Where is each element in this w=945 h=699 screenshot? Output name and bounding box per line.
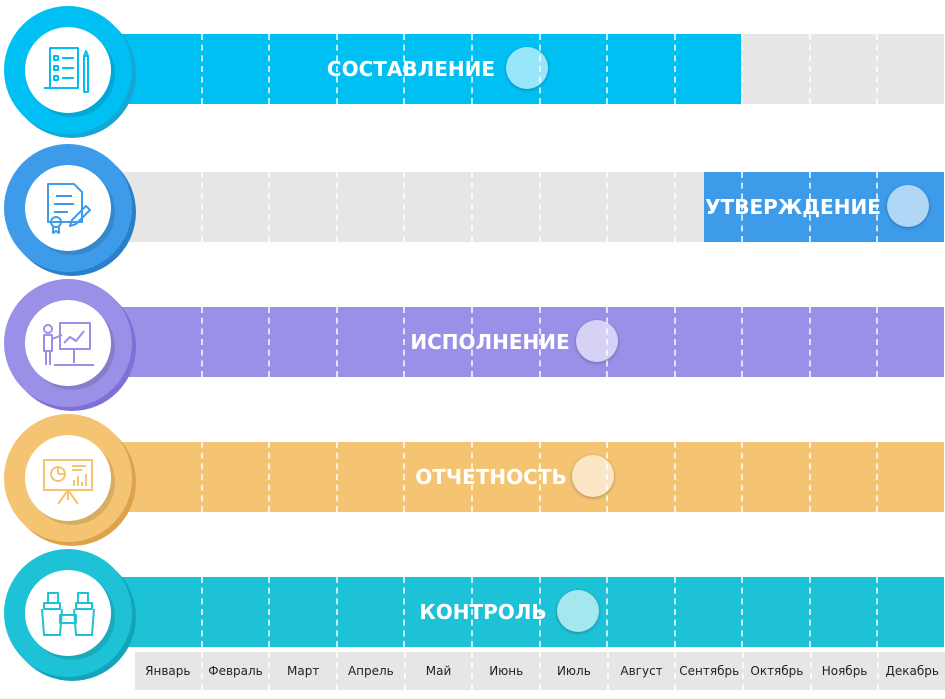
month-gridline bbox=[809, 577, 811, 647]
month-gridline bbox=[539, 172, 541, 242]
month-label: Декабрь bbox=[877, 652, 945, 690]
month-label: Январь bbox=[145, 664, 191, 678]
month-gridline bbox=[201, 172, 203, 242]
month-gridline bbox=[471, 577, 473, 647]
stage-marker[interactable] bbox=[506, 47, 548, 89]
month-gridline bbox=[403, 172, 405, 242]
month-gridline bbox=[268, 34, 270, 104]
stage-track: ИСПОЛНЕНИЕ bbox=[120, 307, 944, 377]
month-gridline bbox=[809, 34, 811, 104]
month-label: Август bbox=[606, 652, 675, 690]
month-gridline bbox=[674, 172, 676, 242]
stage-bar bbox=[120, 307, 944, 377]
month-gridline bbox=[403, 307, 405, 377]
stage-marker[interactable] bbox=[887, 185, 929, 227]
report-board-icon bbox=[43, 459, 93, 505]
stage-bar bbox=[120, 442, 944, 512]
month-label: Июнь bbox=[471, 652, 539, 690]
stage-label: ИСПОЛНЕНИЕ bbox=[410, 330, 570, 354]
month-gridline bbox=[606, 577, 608, 647]
month-gridline bbox=[336, 34, 338, 104]
month-gridline bbox=[471, 34, 473, 104]
stage-icon-badge bbox=[4, 549, 136, 681]
stage-label: КОНТРОЛЬ bbox=[419, 600, 547, 624]
stage-bar bbox=[120, 577, 944, 647]
month-gridline bbox=[606, 34, 608, 104]
month-gridline bbox=[471, 307, 473, 377]
stage-track: ОТЧЕТНОСТЬ bbox=[120, 442, 944, 512]
presentation-icon bbox=[43, 322, 94, 366]
month-label: Июль bbox=[539, 652, 607, 690]
month-gridline bbox=[741, 172, 743, 242]
month-gridline bbox=[876, 34, 878, 104]
month-gridline bbox=[403, 577, 405, 647]
month-gridline bbox=[471, 172, 473, 242]
stage-label: УТВЕРЖДЕНИЕ bbox=[705, 195, 881, 219]
stage-row: СОСТАВЛЕНИЕ bbox=[0, 0, 945, 138]
month-gridline bbox=[268, 172, 270, 242]
stage-row: ИСПОЛНЕНИЕ bbox=[0, 271, 945, 411]
month-gridline bbox=[674, 577, 676, 647]
month-gridline bbox=[741, 34, 743, 104]
month-gridline bbox=[403, 442, 405, 512]
stage-bar bbox=[120, 34, 741, 104]
stage-icon-badge bbox=[4, 6, 136, 138]
month-gridline bbox=[336, 442, 338, 512]
month-label: Октябрь bbox=[742, 652, 810, 690]
stage-marker[interactable] bbox=[557, 590, 599, 632]
stage-icon-badge bbox=[4, 144, 136, 276]
checklist-scroll-icon bbox=[44, 47, 89, 93]
stage-label: ОТЧЕТНОСТЬ bbox=[415, 465, 567, 489]
month-gridline bbox=[741, 442, 743, 512]
stage-label: СОСТАВЛЕНИЕ bbox=[326, 57, 496, 81]
month-gridline bbox=[876, 442, 878, 512]
stage-marker[interactable] bbox=[576, 320, 618, 362]
stage-icon-badge bbox=[4, 414, 136, 546]
stage-marker[interactable] bbox=[572, 455, 614, 497]
month-gridline bbox=[674, 307, 676, 377]
month-label: Март bbox=[268, 652, 336, 690]
month-gridline bbox=[809, 307, 811, 377]
binoculars-icon bbox=[41, 592, 95, 636]
month-gridline bbox=[336, 577, 338, 647]
month-gridline bbox=[268, 577, 270, 647]
month-gridline bbox=[201, 442, 203, 512]
month-label: Май bbox=[403, 652, 472, 690]
month-gridline bbox=[809, 442, 811, 512]
month-label: Ноябрь bbox=[809, 652, 878, 690]
month-gridline bbox=[201, 34, 203, 104]
stage-row: УТВЕРЖДЕНИЕ bbox=[0, 136, 945, 276]
signed-document-icon bbox=[47, 183, 91, 234]
stage-track: СОСТАВЛЕНИЕ bbox=[120, 34, 944, 104]
month-gridline bbox=[471, 442, 473, 512]
month-gridline bbox=[268, 442, 270, 512]
month-label: Апрель bbox=[336, 652, 404, 690]
month-gridline bbox=[741, 577, 743, 647]
stage-track: УТВЕРЖДЕНИЕ bbox=[120, 172, 944, 242]
stage-track: КОНТРОЛЬ bbox=[120, 577, 944, 647]
month-gridline bbox=[403, 34, 405, 104]
month-gridline bbox=[876, 307, 878, 377]
month-gridline bbox=[336, 172, 338, 242]
stage-row: ОТЧЕТНОСТЬ bbox=[0, 406, 945, 546]
month-gridline bbox=[876, 577, 878, 647]
month-label: Февраль bbox=[200, 652, 269, 690]
month-gridline bbox=[268, 307, 270, 377]
month-gridline bbox=[539, 442, 541, 512]
month-gridline bbox=[674, 34, 676, 104]
month-gridline bbox=[809, 172, 811, 242]
month-gridline bbox=[336, 307, 338, 377]
stage-icon-badge bbox=[4, 279, 136, 411]
month-gridline bbox=[741, 307, 743, 377]
stage-row: КОНТРОЛЬ bbox=[0, 541, 945, 681]
month-gridline bbox=[674, 442, 676, 512]
month-gridline bbox=[539, 577, 541, 647]
month-gridline bbox=[606, 172, 608, 242]
month-gridline bbox=[201, 577, 203, 647]
month-label: Сентябрь bbox=[674, 652, 742, 690]
month-gridline bbox=[201, 307, 203, 377]
month-gridline bbox=[539, 307, 541, 377]
month-gridline bbox=[876, 172, 878, 242]
